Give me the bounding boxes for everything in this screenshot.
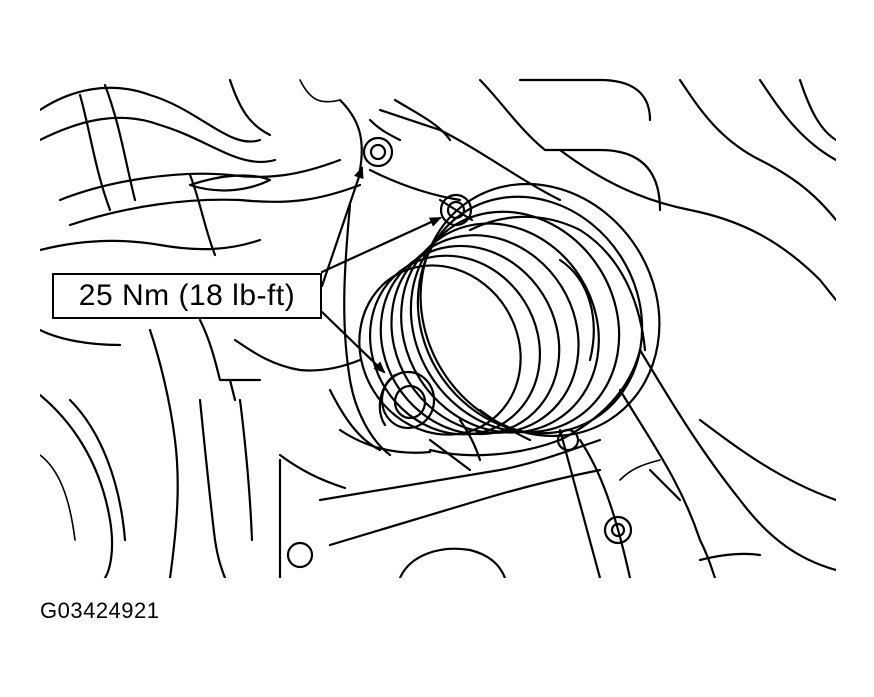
bolt-right — [603, 515, 633, 545]
bracket-lines — [40, 318, 362, 578]
bolt-upper — [362, 136, 394, 168]
leader-arrow-upper-bolt — [320, 166, 364, 288]
leader-arrow-lower-bolt — [320, 310, 386, 374]
torque-callout: 25 Nm (18 lb-ft) — [52, 273, 322, 319]
mount-boss-bottom — [398, 547, 507, 578]
hose-lines — [40, 78, 362, 257]
bolt-center-small — [556, 428, 580, 452]
torque-label: 25 Nm (18 lb-ft) — [78, 279, 296, 312]
mount-boss-left — [286, 541, 314, 569]
bolt-lower — [378, 370, 436, 430]
figure-id: G03424921 — [40, 598, 160, 623]
frame-lines — [478, 78, 836, 578]
housing-lines — [278, 98, 602, 578]
leader-arrow-middle-bolt — [320, 216, 442, 274]
pulley — [358, 182, 661, 457]
bolt-middle — [438, 193, 474, 227]
leader-arrows — [320, 166, 442, 374]
